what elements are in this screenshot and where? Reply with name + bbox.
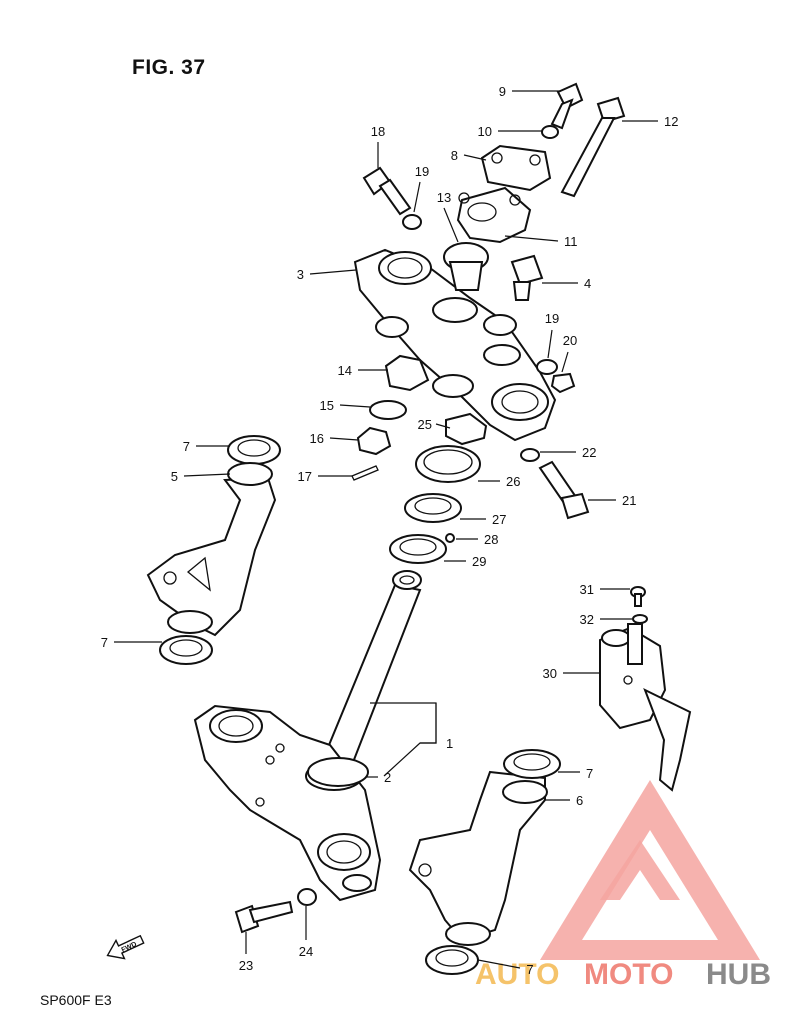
bolt-23	[234, 900, 294, 934]
callout-label-2: 2	[384, 770, 391, 785]
stem-nut-13	[443, 242, 489, 291]
leader-line-8	[463, 154, 487, 161]
nut-16	[356, 426, 392, 456]
callout-label-16: 16	[310, 431, 324, 446]
watermark-word-moto: MOTO	[584, 958, 673, 991]
callout-label-13: 13	[437, 190, 451, 205]
callout-label-7c: 7	[586, 766, 593, 781]
callout-label-24: 24	[299, 944, 313, 959]
callout-label-17: 17	[298, 469, 312, 484]
fwd-label: FWD	[120, 941, 137, 954]
figure-title: FIG. 37	[132, 56, 206, 79]
nut-25	[445, 412, 488, 446]
fwd-arrow-icon: FWD	[106, 934, 145, 960]
leader-line-15	[339, 404, 371, 408]
ball-28	[445, 533, 455, 543]
handlebar-clamp-upper	[480, 144, 552, 192]
nut-20	[550, 372, 576, 394]
callout-label-11: 11	[564, 234, 578, 249]
screw-31	[630, 586, 646, 607]
callout-label-32: 32	[580, 612, 594, 627]
callout-label-12: 12	[664, 114, 678, 129]
handlebar-holder-lower	[456, 186, 532, 244]
washer-32	[632, 614, 648, 624]
callout-label-8: 8	[451, 148, 458, 163]
leader-line-3	[309, 269, 357, 275]
washer-19-right	[536, 359, 558, 375]
leader-line-25	[435, 423, 451, 429]
callout-label-20: 20	[563, 333, 577, 348]
leader-line-7d	[477, 959, 521, 969]
callout-label-7a: 7	[183, 439, 190, 454]
bolt-21	[538, 460, 590, 520]
cotter-pin-17	[351, 465, 379, 481]
callout-label-15: 15	[320, 398, 334, 413]
leader-line-20	[561, 351, 569, 373]
callout-label-21: 21	[622, 493, 636, 508]
callout-label-29: 29	[472, 554, 486, 569]
model-code: SP600F E3	[40, 992, 112, 1008]
callout-label-7b: 7	[101, 635, 108, 650]
leader-line-5	[183, 473, 231, 477]
leader-line-19b	[547, 329, 553, 359]
ignition-switch	[599, 623, 692, 792]
left-headlight-bracket	[146, 435, 281, 665]
callout-label-22: 22	[582, 445, 596, 460]
callout-label-10: 10	[478, 124, 492, 139]
leader-line-13	[443, 207, 459, 243]
callout-label-6: 6	[576, 793, 583, 808]
bolt-18	[362, 166, 412, 216]
washer-24	[297, 888, 317, 906]
watermark-word-hub: HUB	[706, 958, 771, 991]
damper-14	[384, 354, 430, 392]
upper-bracket	[353, 248, 557, 442]
callout-label-28: 28	[484, 532, 498, 547]
leader-line-19a	[413, 181, 421, 213]
leader-line-1	[420, 703, 437, 744]
callout-label-9: 9	[499, 84, 506, 99]
steering-stem	[320, 570, 422, 772]
callout-label-31: 31	[580, 582, 594, 597]
callout-label-7d: 7	[526, 962, 533, 977]
callout-label-4: 4	[584, 276, 591, 291]
leader-line-11	[504, 235, 559, 242]
callout-label-30: 30	[543, 666, 557, 681]
washer-15	[369, 400, 407, 420]
leader-line-16	[329, 437, 359, 441]
right-headlight-bracket	[408, 749, 561, 975]
callout-label-19b: 19	[545, 311, 559, 326]
callout-label-1: 1	[446, 736, 453, 751]
callout-label-27: 27	[492, 512, 506, 527]
stem-lower-race	[307, 757, 369, 787]
leader-bracket-1	[370, 702, 437, 777]
dust-seal-26	[415, 445, 481, 483]
callout-label-25: 25	[418, 417, 432, 432]
callout-label-19a: 19	[415, 164, 429, 179]
washer-10	[541, 125, 559, 139]
bolt-4	[510, 254, 544, 301]
washer-19-top	[402, 214, 422, 230]
callout-label-3: 3	[297, 267, 304, 282]
callout-label-14: 14	[338, 363, 352, 378]
bolt-12	[560, 96, 626, 198]
callout-label-23: 23	[239, 958, 253, 973]
washer-22	[520, 448, 540, 462]
watermark-word-auto: AUTO	[475, 958, 559, 991]
bolt-9	[550, 82, 584, 130]
callout-label-26: 26	[506, 474, 520, 489]
callout-label-18: 18	[371, 124, 385, 139]
watermark-logo: AUTO MOTO HUB	[475, 780, 771, 991]
callout-label-5: 5	[171, 469, 178, 484]
